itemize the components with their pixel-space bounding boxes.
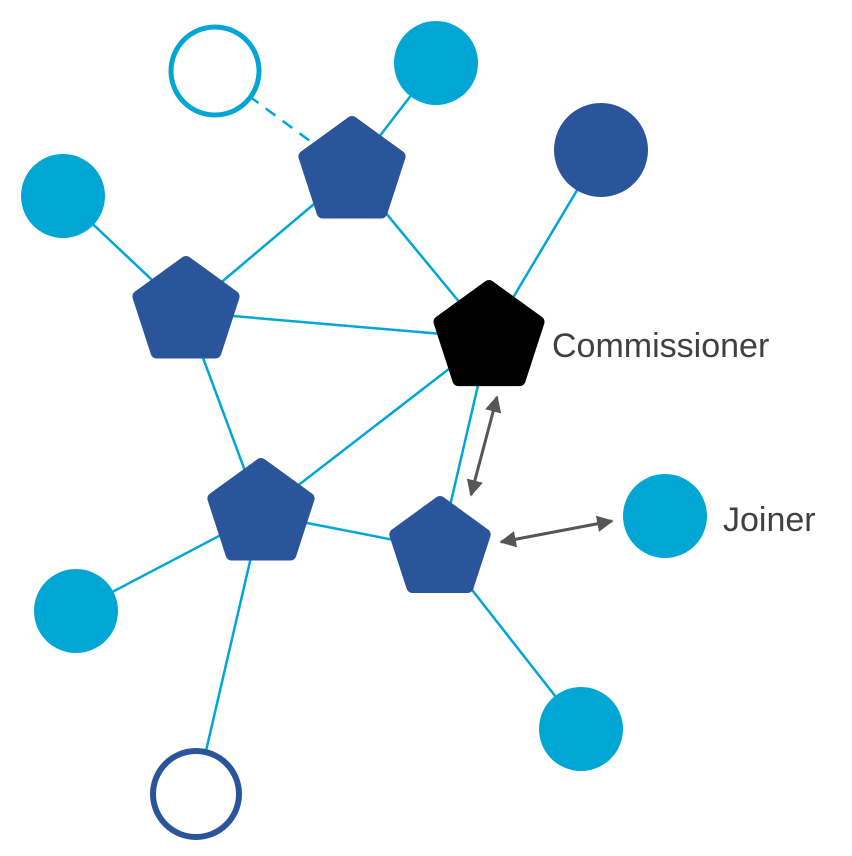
node-sleepy-end-device-bottom	[150, 748, 242, 840]
router-joiner-arrow	[499, 515, 614, 548]
arrows-layer	[466, 395, 614, 548]
node-commissioner	[433, 280, 545, 387]
node-sleepy-end-device-top	[168, 24, 262, 118]
node-router-left	[132, 256, 240, 359]
node-end-device-bottom-left	[34, 569, 118, 653]
node-end-device-bottom-right	[539, 687, 623, 771]
commissioner-router-arrow	[466, 395, 502, 497]
node-end-device-top-right	[554, 103, 648, 197]
link-router-bottom-left--sleepy-end-device-bottom	[194, 513, 263, 795]
nodes-layer	[21, 21, 707, 840]
node-end-device-left	[21, 154, 105, 238]
node-router-bottom-left	[207, 458, 315, 561]
node-end-device-top	[394, 21, 478, 105]
node-joiner	[623, 474, 707, 558]
node-router-bottom-right	[389, 496, 491, 593]
node-router-top	[298, 116, 406, 219]
joiner-label: Joiner	[723, 501, 816, 539]
commissioner-label: Commissioner	[552, 327, 769, 365]
